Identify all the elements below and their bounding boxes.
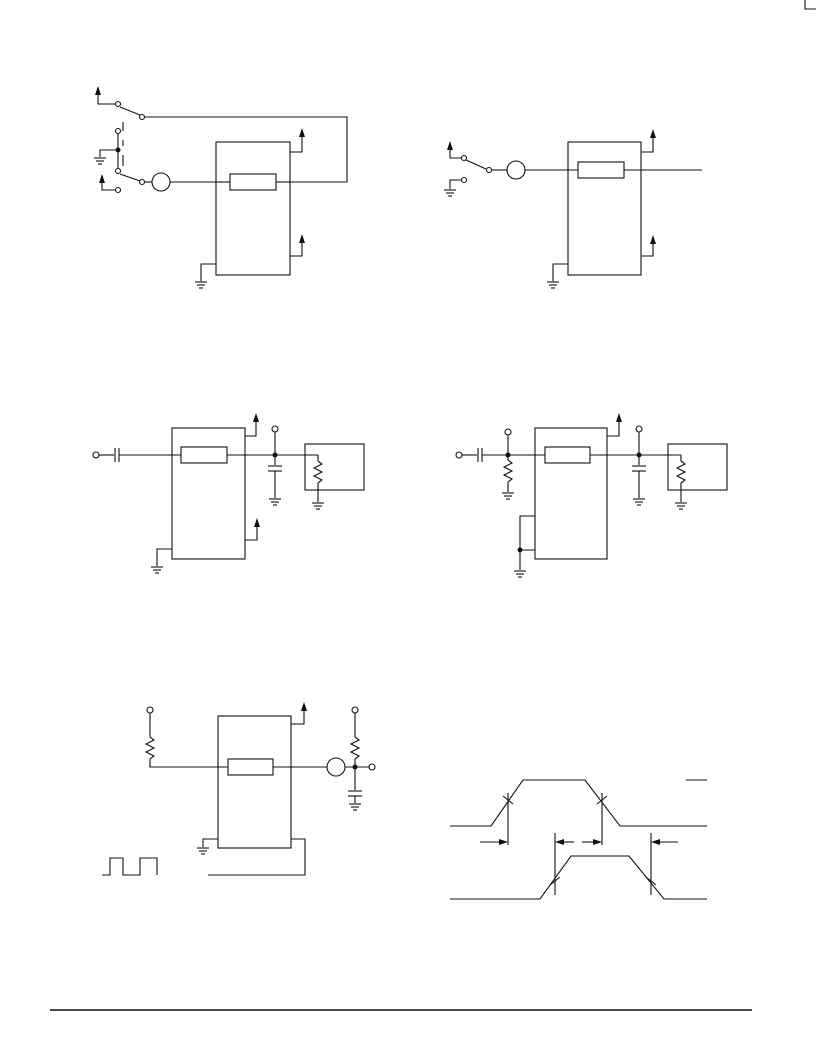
wire xyxy=(202,838,218,847)
supply-arrow-icon xyxy=(650,129,656,138)
switch-contact xyxy=(485,166,493,174)
switch-test-circuit xyxy=(94,86,348,289)
load-box xyxy=(304,443,365,491)
input-terminal xyxy=(92,451,100,459)
meter-icon xyxy=(506,160,526,180)
internal-switch xyxy=(229,173,277,191)
wire xyxy=(607,421,620,437)
junction-node xyxy=(505,452,511,458)
resistor-icon xyxy=(312,460,324,484)
internal-switch xyxy=(227,758,274,776)
switch-contact xyxy=(114,186,122,194)
arrow-left-icon xyxy=(555,839,564,845)
device-box xyxy=(534,427,608,560)
wire xyxy=(97,94,118,105)
supply-arrow-icon xyxy=(99,174,105,183)
wire xyxy=(291,710,305,725)
internal-switch xyxy=(544,446,591,464)
pulse-train-icon xyxy=(102,857,158,876)
device-box xyxy=(171,427,246,560)
supply-arrow-icon xyxy=(447,141,453,150)
output-waveform xyxy=(450,855,707,900)
wire xyxy=(641,243,654,257)
switch-contact xyxy=(114,167,122,175)
switch-contact xyxy=(460,176,468,184)
output-terminal xyxy=(368,763,376,771)
resistor-icon xyxy=(502,459,514,483)
internal-switch xyxy=(577,161,625,179)
resistor-icon xyxy=(675,460,687,484)
wire xyxy=(552,263,568,281)
supply-arrow-icon xyxy=(650,235,656,244)
switch-blade xyxy=(465,159,487,170)
switch-blade xyxy=(119,173,141,182)
supply-arrow-icon xyxy=(95,86,101,95)
ac-coupled-test-circuit xyxy=(92,413,365,574)
switch-contact xyxy=(114,100,122,108)
meter-icon xyxy=(151,172,171,192)
junction-node xyxy=(272,452,278,458)
supply-arrow-icon xyxy=(253,413,259,422)
resistor-icon xyxy=(144,736,156,760)
device-box xyxy=(215,141,291,276)
wire xyxy=(145,116,348,183)
device-box xyxy=(567,141,642,276)
bias-terminal xyxy=(271,425,279,433)
bias-terminal xyxy=(635,425,643,433)
bias-terminal xyxy=(351,706,359,714)
wire xyxy=(449,179,462,189)
wire xyxy=(641,137,654,153)
wire xyxy=(99,149,118,157)
switch-contact xyxy=(114,127,122,135)
wire xyxy=(519,515,535,551)
device-box xyxy=(217,715,292,849)
arrow-right-icon xyxy=(499,839,508,845)
supply-arrow-icon xyxy=(299,128,305,137)
wire xyxy=(200,263,216,281)
input-waveform xyxy=(450,779,707,827)
supply-arrow-icon xyxy=(616,413,622,422)
wire xyxy=(149,759,228,768)
corner-mark xyxy=(804,0,816,10)
switch-contact xyxy=(460,154,468,162)
resistor-icon xyxy=(349,736,361,760)
arrow-left-icon xyxy=(651,839,660,845)
wire xyxy=(245,421,257,437)
single-switch-test-circuit xyxy=(444,129,702,289)
wire xyxy=(290,136,303,153)
bias-terminal xyxy=(146,706,154,714)
switch-contact xyxy=(138,178,146,186)
meter-icon xyxy=(326,757,346,777)
ac-coupled-biased-test-circuit xyxy=(455,413,728,578)
wire xyxy=(290,242,303,257)
switching-waveforms xyxy=(450,779,707,900)
internal-switch xyxy=(180,446,228,464)
supply-arrow-icon xyxy=(299,234,305,243)
supply-arrow-icon xyxy=(301,702,307,711)
junction-node xyxy=(636,452,642,458)
switch-contact xyxy=(138,113,146,121)
input-terminal xyxy=(455,451,463,459)
wire xyxy=(101,182,118,191)
wire xyxy=(156,548,172,566)
wire xyxy=(208,838,306,876)
bias-terminal xyxy=(504,428,512,436)
wire xyxy=(449,149,462,159)
supply-arrow-icon xyxy=(254,518,260,527)
load-box xyxy=(667,443,728,491)
wire xyxy=(245,526,258,541)
switch-blade xyxy=(119,106,141,116)
arrow-right-icon xyxy=(593,839,602,845)
pulse-test-circuit xyxy=(102,702,376,876)
